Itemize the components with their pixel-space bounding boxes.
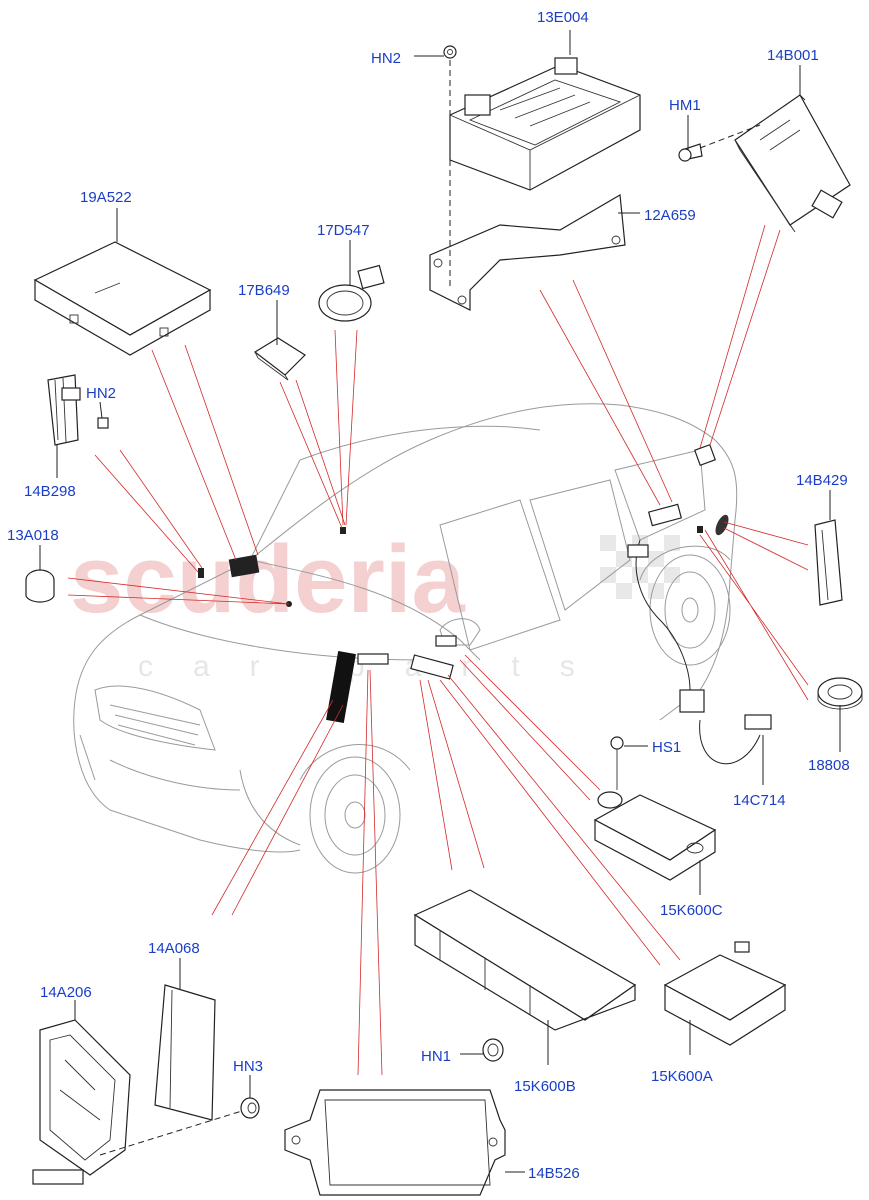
part-14b429-module bbox=[814, 519, 843, 606]
label-hn2-left: HN2 bbox=[86, 385, 116, 402]
watermark-main: scuderia bbox=[70, 526, 465, 633]
part-17d547-sensor bbox=[318, 264, 385, 322]
part-14a068-module bbox=[154, 984, 216, 1121]
watermark-sub: car parts bbox=[138, 650, 615, 683]
callout-labels: 13E004 HN2 14B001 HM1 12A659 19A522 17D5… bbox=[7, 9, 850, 1182]
label-17b649: 17B649 bbox=[238, 282, 290, 299]
installed-modules bbox=[198, 443, 729, 724]
label-14a206: 14A206 bbox=[40, 984, 92, 1001]
label-13a018: 13A018 bbox=[7, 527, 59, 544]
label-15k600b: 15K600B bbox=[514, 1078, 576, 1095]
fixing-line-14b001 bbox=[699, 124, 761, 149]
hm1-screw-icon bbox=[678, 143, 703, 162]
label-14a068: 14A068 bbox=[148, 940, 200, 957]
part-14c714-harness bbox=[627, 539, 772, 765]
part-15k600b-module bbox=[413, 889, 637, 1031]
label-17d547: 17D547 bbox=[317, 222, 370, 239]
label-14b298: 14B298 bbox=[24, 483, 76, 500]
reference-lines bbox=[67, 224, 809, 1076]
part-18808-speaker bbox=[817, 677, 863, 710]
part-14b526-module bbox=[284, 1089, 506, 1196]
label-18808: 18808 bbox=[808, 757, 850, 774]
part-15k600a-module bbox=[663, 941, 787, 1046]
hn2-nut-left-icon bbox=[97, 417, 109, 429]
fixing-line-14a068 bbox=[99, 1109, 246, 1156]
part-19a522-module bbox=[33, 241, 212, 356]
label-14b001: 14B001 bbox=[767, 47, 819, 64]
label-hn3: HN3 bbox=[233, 1058, 263, 1075]
label-15k600a: 15K600A bbox=[651, 1068, 713, 1085]
part-12a659-bracket bbox=[429, 194, 626, 311]
label-13e004: 13E004 bbox=[537, 9, 589, 26]
label-12a659: 12A659 bbox=[644, 207, 696, 224]
leader-lines bbox=[39, 30, 841, 1173]
part-17b649-module bbox=[253, 337, 306, 381]
hn1-grommet-icon bbox=[482, 1038, 504, 1062]
label-14c714: 14C714 bbox=[733, 792, 786, 809]
watermark: scuderia car parts bbox=[70, 526, 680, 683]
label-14b526: 14B526 bbox=[528, 1165, 580, 1182]
part-14a206-bracket bbox=[32, 1019, 131, 1185]
hn3-nut-icon bbox=[240, 1097, 260, 1119]
label-15k600c: 15K600C bbox=[660, 902, 723, 919]
label-hn2-top: HN2 bbox=[371, 50, 401, 67]
label-19a522: 19A522 bbox=[80, 189, 132, 206]
label-14b429: 14B429 bbox=[796, 472, 848, 489]
part-14b298-module bbox=[47, 374, 81, 446]
label-hs1: HS1 bbox=[652, 739, 681, 756]
part-13e004-module bbox=[449, 57, 641, 191]
label-hm1: HM1 bbox=[669, 97, 701, 114]
part-14b001-module bbox=[734, 94, 851, 233]
part-15k600c-module bbox=[593, 791, 717, 881]
hn2-nut-top-icon bbox=[443, 45, 457, 59]
label-hn1: HN1 bbox=[421, 1048, 451, 1065]
hs1-screw-icon bbox=[610, 736, 624, 790]
part-13a018-sensor bbox=[25, 569, 55, 603]
